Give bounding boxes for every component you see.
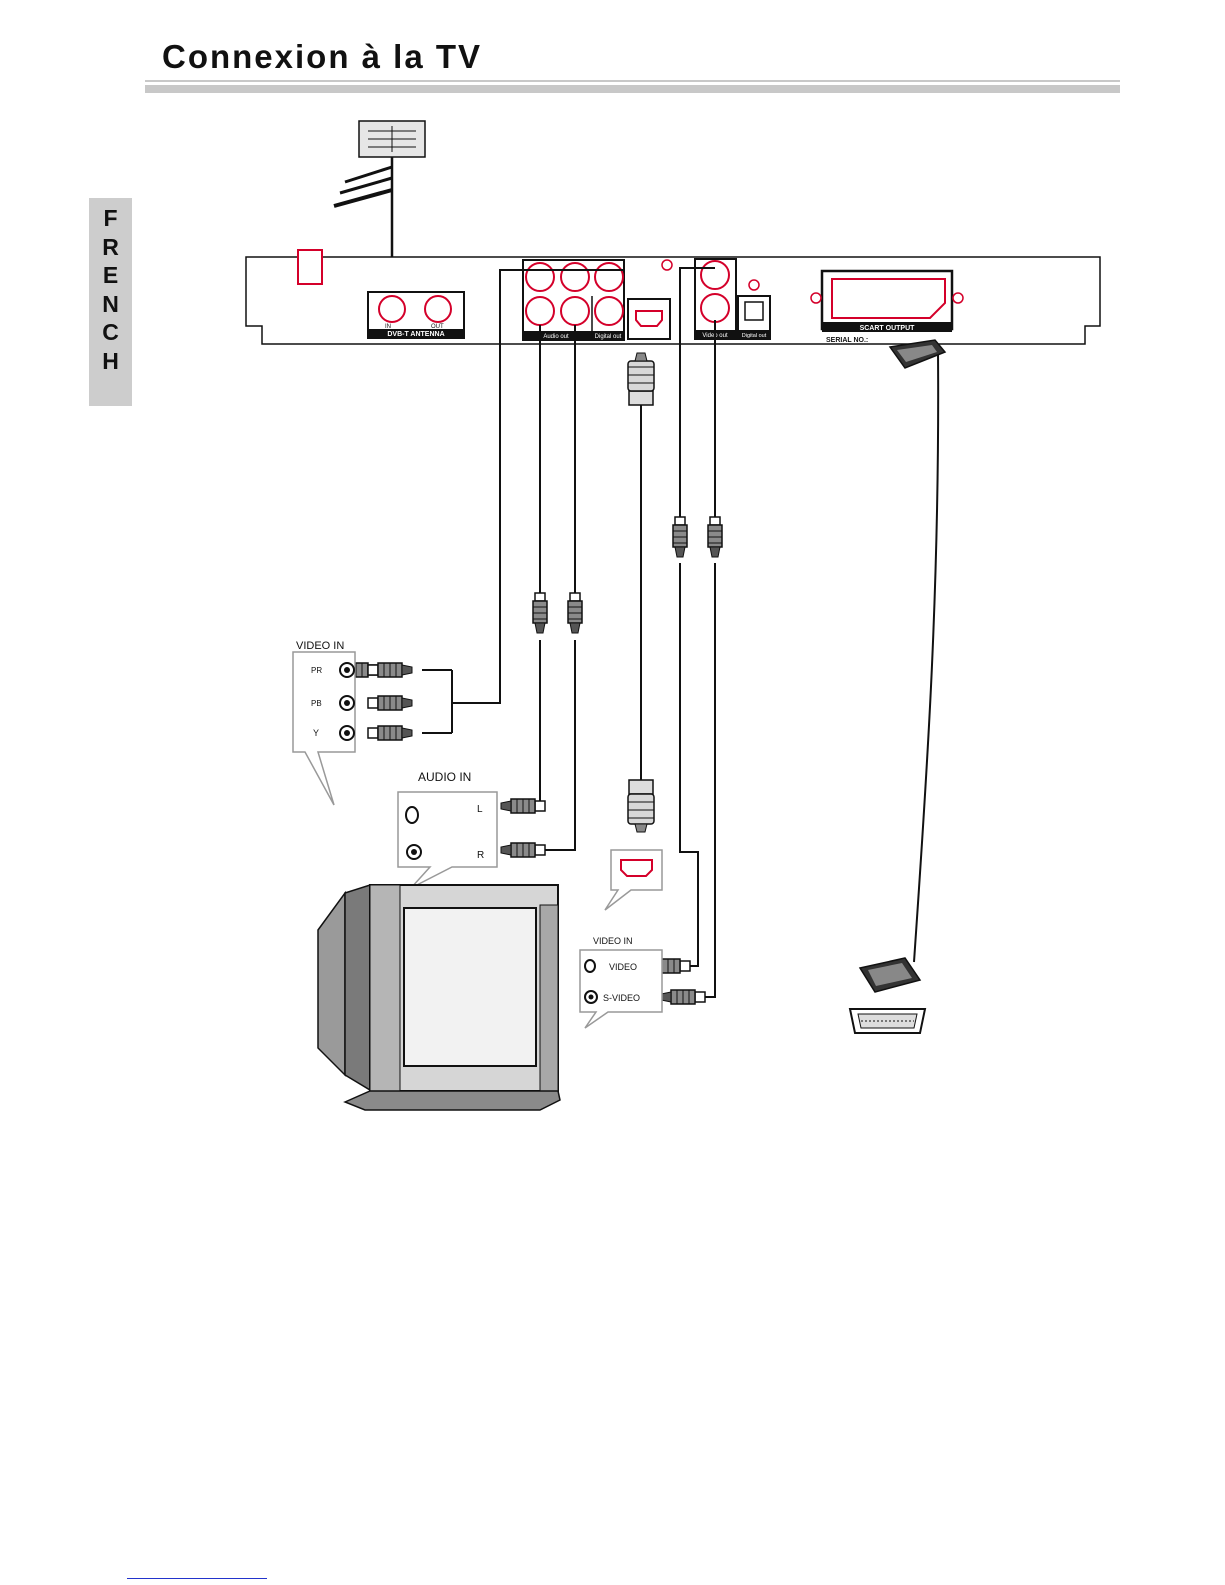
rca-plug-icon: [533, 593, 547, 633]
rca-plug-icon: [501, 843, 545, 857]
hdmi-plug-icon: [628, 353, 654, 405]
rca-plug-icon: [708, 517, 722, 557]
rca-plug-icon: [368, 696, 412, 710]
audio-right-label: R: [477, 850, 484, 861]
tv-component-input-box: [293, 652, 355, 805]
tv-hdmi-input-box: [605, 850, 662, 910]
video-label: VIDEO: [609, 962, 637, 972]
hdmi-plug-icon: [628, 780, 654, 832]
antenna-panel-label: DVB-T ANTENNA: [387, 331, 444, 338]
component-input-title: VIDEO IN: [296, 640, 344, 652]
component-pb-label: PB: [311, 699, 322, 708]
antenna-in-label: IN: [385, 324, 391, 330]
audio-left-label: L: [477, 804, 483, 815]
component-y-label: Y: [313, 728, 319, 738]
antenna-out-label: OUT: [431, 324, 444, 330]
scart-plug-icon: [860, 958, 920, 992]
rca-plug-icon: [661, 990, 705, 1004]
scart-output-label: SCART OUTPUT: [860, 325, 916, 332]
device-back-panel: [246, 250, 1100, 344]
scart-socket-icon: [850, 1009, 925, 1033]
video-input-title: VIDEO IN: [593, 936, 633, 946]
svideo-label: S-VIDEO: [603, 993, 640, 1003]
serial-number-label: SERIAL NO.:: [826, 337, 868, 344]
audio-out-label: Audio out: [543, 334, 569, 340]
digital-out-label-1: Digital out: [595, 334, 622, 340]
digital-out-label-2: Digital out: [742, 333, 767, 339]
rca-plug-icon: [368, 726, 412, 740]
rca-plug-icon: [568, 593, 582, 633]
audio-input-title: AUDIO IN: [418, 770, 471, 784]
rca-plug-icon: [368, 663, 412, 677]
component-pr-label: PR: [311, 666, 322, 675]
rca-plug-icon: [501, 799, 545, 813]
footer-link-underline: [127, 1578, 267, 1579]
rca-plug-icon: [673, 517, 687, 557]
television-icon: [318, 885, 560, 1110]
